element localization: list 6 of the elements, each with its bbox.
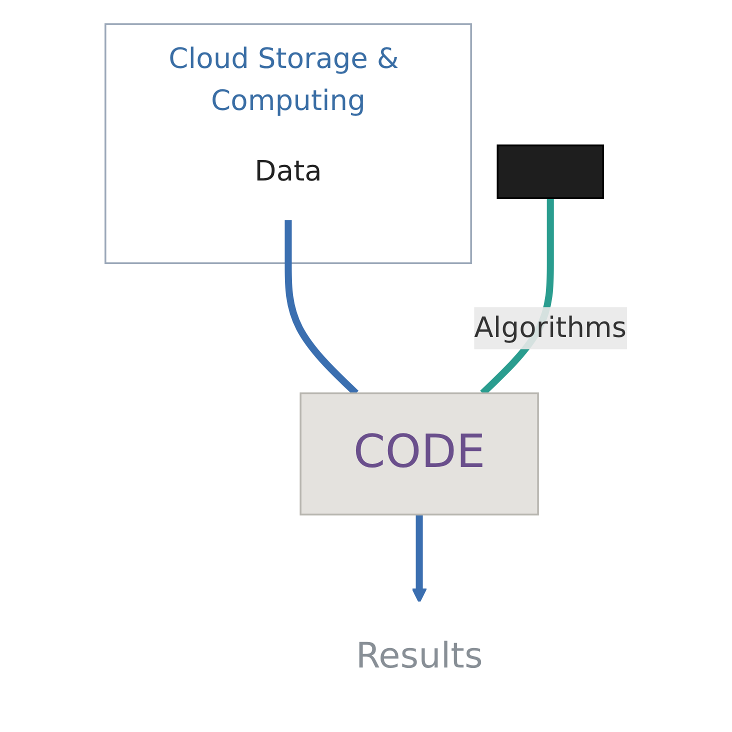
node-text: Data [254,154,322,188]
arrow [412,514,428,604]
node-box [496,144,604,199]
edge-label: Algorithms [474,310,627,344]
node-box: CODE [300,392,539,516]
node-text: Results [356,634,483,676]
